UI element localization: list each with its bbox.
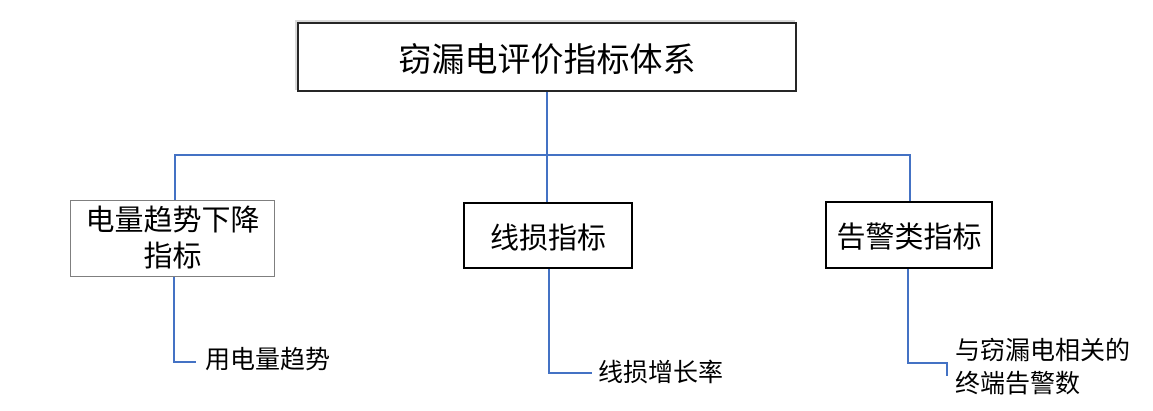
node-root-index-system: 窃漏电评价指标体系 — [297, 22, 797, 92]
leaf-line-loss-growth-rate-label: 线损增长率 — [598, 359, 724, 387]
node-branch-alarm-label: 告警类指标 — [836, 222, 982, 254]
node-branch-power-trend-line2: 指标 — [143, 240, 202, 273]
leaf-power-usage-trend-label: 用电量趋势 — [205, 346, 331, 374]
connector-left-leaf-elbow — [173, 277, 196, 363]
node-root-label: 窃漏电评价指标体系 — [398, 41, 696, 78]
leaf-power-usage-trend: 用电量趋势 — [205, 344, 330, 377]
connector-right-leaf-elbow — [907, 269, 948, 376]
node-branch-line-loss: 线损指标 — [463, 202, 633, 269]
node-branch-power-trend-line1: 电量趋势下降 — [85, 204, 260, 237]
node-branch-line-loss-label: 线损指标 — [489, 222, 606, 255]
leaf-terminal-alarm-count-line1: 与窃漏电相关的 — [955, 337, 1131, 365]
leaf-line-loss-growth-rate: 线损增长率 — [598, 357, 723, 390]
leaf-terminal-alarm-count: 与窃漏电相关的 终端告警数 — [955, 335, 1130, 401]
node-branch-alarm: 告警类指标 — [825, 201, 993, 269]
node-branch-power-trend-decline: 电量趋势下降 指标 — [70, 200, 275, 277]
connector-middle-leaf-elbow — [548, 269, 592, 374]
leaf-terminal-alarm-count-line2: 终端告警数 — [955, 370, 1081, 398]
